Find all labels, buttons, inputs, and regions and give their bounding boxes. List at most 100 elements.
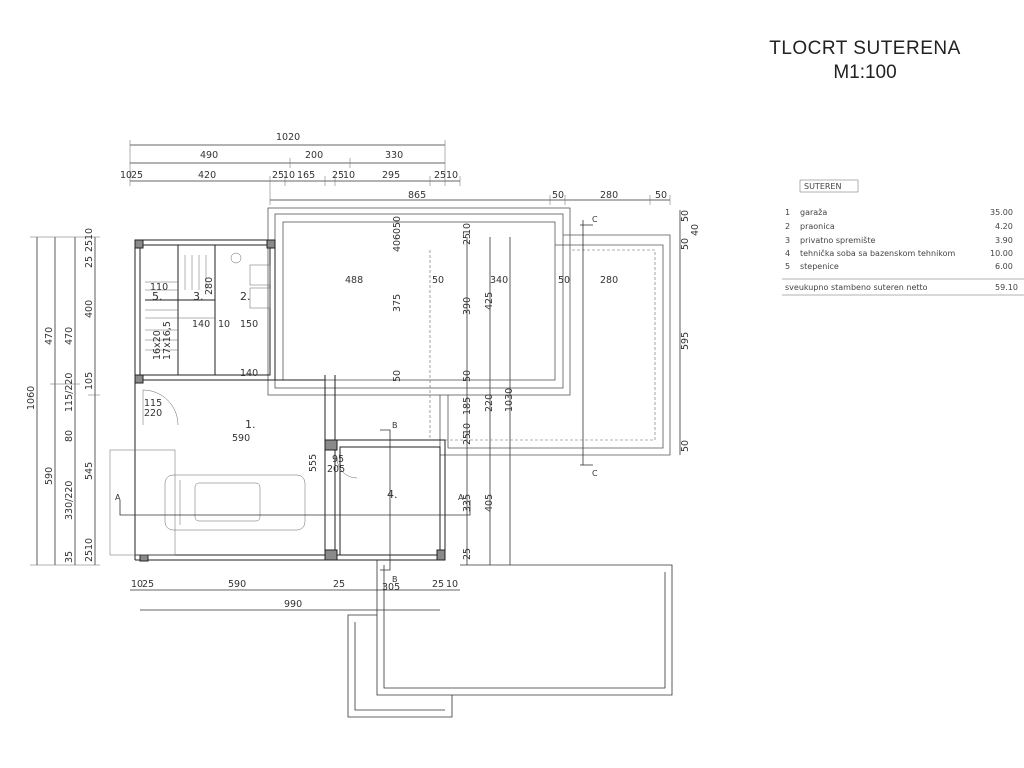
dimension-label: 340 — [490, 275, 508, 286]
section-label-c-bottom: C — [592, 469, 598, 478]
dimension-label: 10 — [462, 223, 473, 235]
pool-outline — [267, 207, 671, 456]
dimension-label: 220 — [484, 394, 495, 412]
dimension-label: 140 — [240, 368, 258, 379]
legend-heading: SUTEREN — [804, 182, 841, 191]
dimension-label: 10 — [283, 170, 295, 181]
dimension-label: 4.20 — [995, 222, 1013, 231]
dimension-label: 335 — [462, 494, 473, 512]
dimension-label: 470 — [44, 327, 55, 345]
dimension-label: 25 — [462, 433, 473, 445]
dimension-lines — [30, 140, 681, 611]
dimension-label: 330 — [385, 150, 403, 161]
dimension-label: 40 — [690, 224, 701, 236]
dimension-label: 10 — [84, 538, 95, 550]
dimension-label: 50 — [680, 238, 691, 250]
dimension-label: 115/220 — [64, 373, 75, 412]
dimension-label: 10 — [446, 579, 458, 590]
dimension-label: 545 — [84, 462, 95, 480]
dimension-label: 990 — [284, 599, 302, 610]
legend-row-1: 1 garaža 35.00 — [785, 208, 1013, 217]
dimension-label: garaža — [800, 208, 827, 217]
dimension-label: 420 — [198, 170, 216, 181]
dimension-label: 590 — [232, 433, 250, 444]
dimension-label: 105 — [84, 372, 95, 390]
terrace-outline — [347, 560, 673, 718]
legend-row-2: 2 praonica 4.20 — [785, 222, 1013, 231]
dimension-label: 390 — [462, 297, 473, 315]
section-markers — [119, 220, 593, 571]
dimension-label: 590 — [44, 467, 55, 485]
dimension-labels-vertical: 1060 470 590 470 115/220 80 330/220 35 2… — [26, 210, 701, 563]
dimension-label: 25 — [332, 170, 344, 181]
section-label-a-left: A — [115, 493, 121, 502]
dimension-label: 25 — [462, 233, 473, 245]
section-labels: A A B B C C — [115, 215, 598, 584]
dimension-label: 140 — [192, 319, 210, 330]
dimension-label: 295 — [382, 170, 400, 181]
dimension-label: 425 — [484, 292, 495, 310]
dimension-label: 10 — [343, 170, 355, 181]
dimension-label: 40 — [392, 240, 403, 252]
dimension-label: 165 — [297, 170, 315, 181]
section-label-a-right: A — [458, 493, 464, 502]
dimension-label: 4 — [785, 249, 790, 258]
dimension-label: 50 — [432, 275, 444, 286]
room-label-1: 1. — [245, 418, 256, 431]
dimension-label: 1 — [785, 208, 790, 217]
dimension-label: 35.00 — [990, 208, 1013, 217]
room-numbers: 1. 2. 3. 4. 5. — [152, 290, 398, 501]
dimension-label: 35 — [64, 551, 75, 563]
dimension-label: 110 — [150, 282, 168, 293]
dimension-label: 555 — [308, 454, 319, 472]
dimension-label: 50 — [558, 275, 570, 286]
dimension-label: 16x20 — [152, 330, 163, 360]
dimension-label: 50 — [655, 190, 667, 201]
dimension-label: 17x16,5 — [162, 321, 173, 360]
dimension-label: 330/220 — [64, 481, 75, 520]
dimension-label: 590 — [228, 579, 246, 590]
dimension-label: 25 — [84, 550, 95, 562]
dimension-label: 25 — [333, 579, 345, 590]
dimension-labels-horizontal: 1020 490 200 330 10 25 420 25 10 165 25 … — [120, 132, 667, 610]
dimension-label: privatno spremište — [800, 235, 875, 245]
legend-total-label: sveukupno stambeno suteren netto — [785, 283, 928, 292]
dimension-label: praonica — [800, 222, 835, 231]
section-label-c-top: C — [592, 215, 598, 224]
dimension-label: 25 — [432, 579, 444, 590]
car-symbol — [164, 474, 306, 531]
dimension-label: 220 — [144, 408, 162, 419]
dimension-label: 150 — [240, 319, 258, 330]
dimension-label: 375 — [392, 294, 403, 312]
legend-row-3: 3 privatno spremište 3.90 — [785, 235, 1013, 245]
dimension-label: 60 — [392, 228, 403, 240]
dimension-label: 205 — [327, 464, 345, 475]
dimension-label: 10 — [446, 170, 458, 181]
dimension-label: 10 — [120, 170, 132, 181]
dimension-label: 115 — [144, 398, 162, 409]
dimension-label: 50 — [680, 210, 691, 222]
dimension-label: 25 — [142, 579, 154, 590]
dimension-label: 25 — [84, 256, 95, 268]
building-walls — [109, 239, 446, 562]
legend-total-area: 59.10 — [995, 283, 1018, 292]
dimension-label: 3 — [785, 236, 790, 245]
dimension-label: 50 — [462, 370, 473, 382]
dimension-label: 5 — [785, 262, 790, 271]
section-label-b-top: B — [392, 421, 398, 430]
room-label-4: 4. — [387, 488, 398, 501]
dimension-label: 200 — [305, 150, 323, 161]
dimension-label: 400 — [84, 300, 95, 318]
dimension-label: 488 — [345, 275, 363, 286]
plan-scale: M1:100 — [833, 62, 897, 83]
dimension-label: 50 — [392, 216, 403, 228]
dimension-label: 25 — [131, 170, 143, 181]
dimension-label: 595 — [680, 332, 691, 350]
dimension-label: 490 — [200, 150, 218, 161]
dimension-label: 10.00 — [990, 249, 1013, 258]
dimension-label: 2 — [785, 222, 790, 231]
dimension-label: 6.00 — [995, 262, 1013, 271]
dimension-label: 865 — [408, 190, 426, 201]
dimension-label: 405 — [484, 494, 495, 512]
